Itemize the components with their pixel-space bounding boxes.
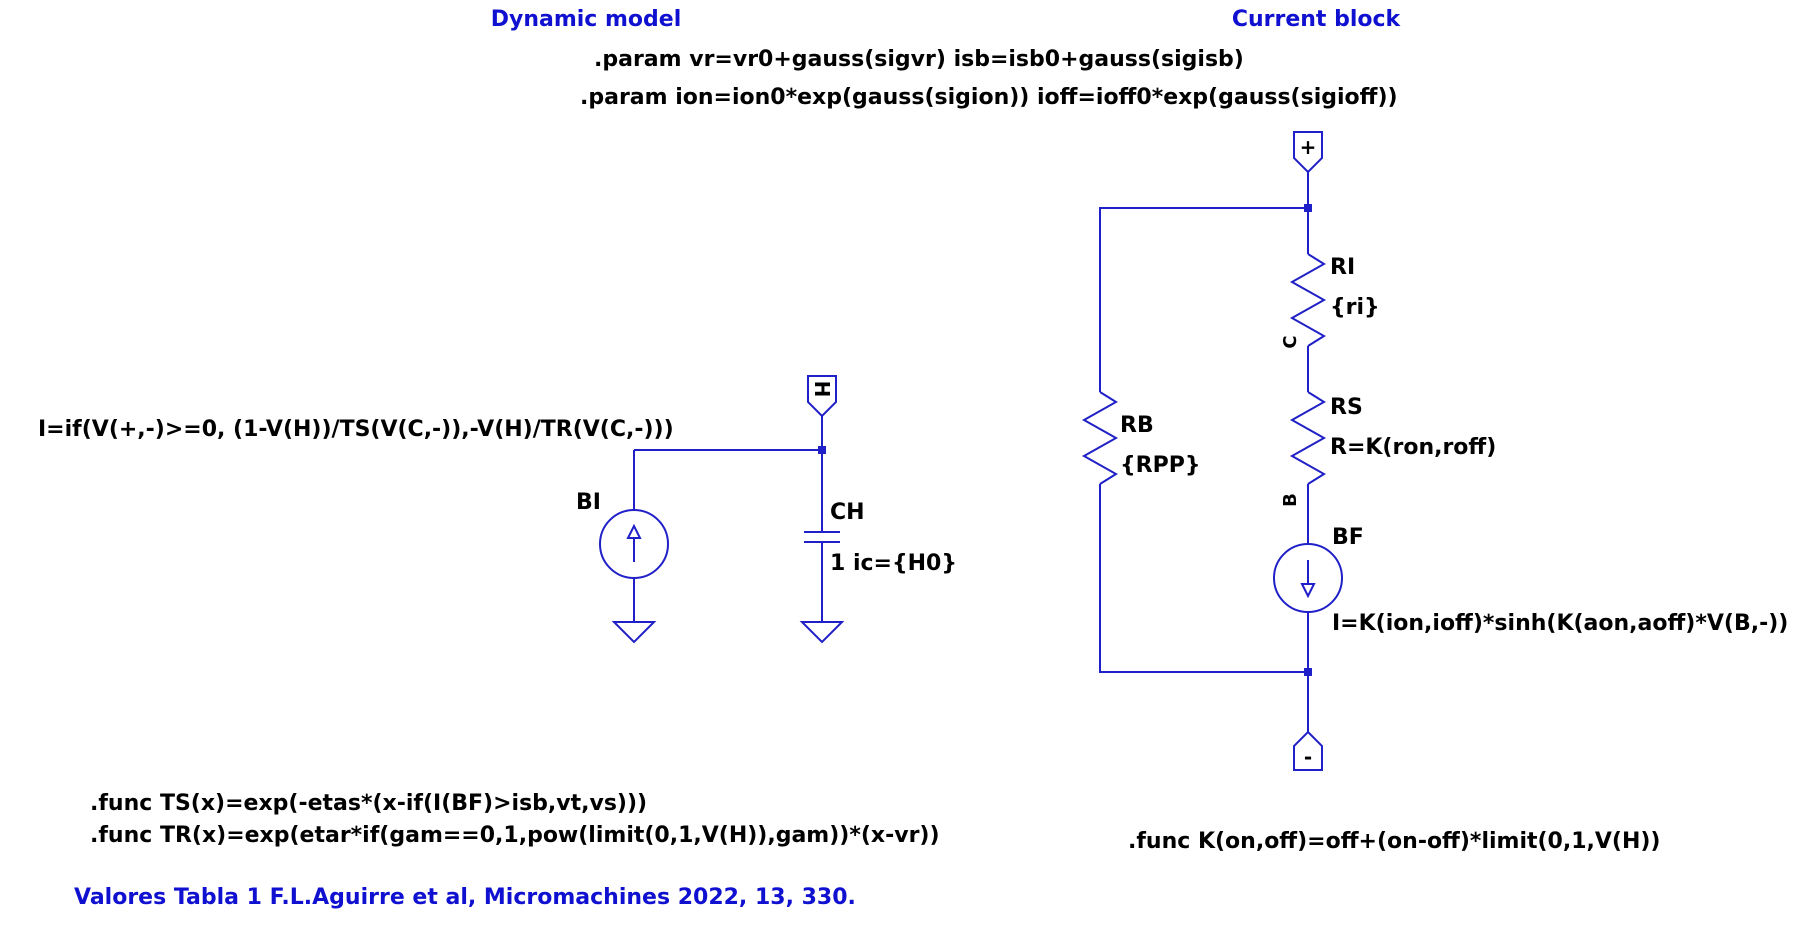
wire-rb-bottom [1099,484,1308,673]
port-plus[interactable]: + [1293,131,1323,174]
bi-label: BI [576,490,601,515]
dynamic-model-title: Dynamic model [491,7,682,32]
bi-current-source[interactable] [599,509,669,579]
bf-expression: I=K(ion,ioff)*sinh(K(aon,aoff)*V(B,-)) [1332,611,1788,636]
net-c-label: C [1280,335,1301,348]
net-b-label: B [1280,493,1301,507]
dynamic-model-circuit: H BI I=if(V(+,-)>=0, (1-V(H))/TS(V(C,-))… [38,375,957,644]
port-plus-label: + [1300,135,1317,159]
wire-rb-top [1099,207,1308,392]
rs-resistor[interactable] [1289,391,1327,485]
port-h-label: H [810,381,834,398]
ground-symbol-ch [799,621,845,644]
ground-symbol-bi [611,621,657,644]
wire-bi-top [634,449,823,532]
ri-value: {ri} [1330,295,1380,320]
func-k: .func K(on,off)=off+(on-off)*limit(0,1,V… [1128,829,1661,854]
junction-minus [1304,668,1312,676]
func-ts: .func TS(x)=exp(-etas*(x-if(I(BF)>isb,vt… [90,791,647,816]
rb-resistor[interactable] [1081,391,1119,485]
ri-label: RI [1330,255,1355,280]
ri-resistor[interactable] [1289,253,1327,347]
bf-current-source[interactable] [1273,543,1343,613]
func-tr: .func TR(x)=exp(etar*if(gam==0,1,pow(lim… [90,823,940,848]
ch-value: 1 ic={H0} [830,551,957,576]
port-minus[interactable]: - [1293,730,1323,771]
junction-h [818,446,826,454]
port-h[interactable]: H [807,375,837,418]
rb-label: RB [1120,413,1154,438]
rb-value: {RPP} [1120,453,1201,478]
bf-label: BF [1332,525,1364,550]
param-directive-1: .param vr=vr0+gauss(sigvr) isb=isb0+gaus… [594,47,1244,72]
reference-footer: Valores Tabla 1 F.L.Aguirre et al, Micro… [74,885,856,910]
param-directive-2: .param ion=ion0*exp(gauss(sigion)) ioff=… [580,85,1398,110]
ch-label: CH [830,500,865,525]
port-minus-label: - [1304,745,1312,769]
rs-value: R=K(ron,roff) [1330,435,1496,460]
ch-capacitor[interactable] [804,531,840,543]
bi-expression: I=if(V(+,-)>=0, (1-V(H))/TS(V(C,-)),-V(H… [38,417,674,442]
current-block-title: Current block [1232,7,1402,32]
rs-label: RS [1330,395,1363,420]
current-block-circuit: + RB {RPP} RI {ri} C RS R=K(ron,roff) B [1081,131,1788,771]
